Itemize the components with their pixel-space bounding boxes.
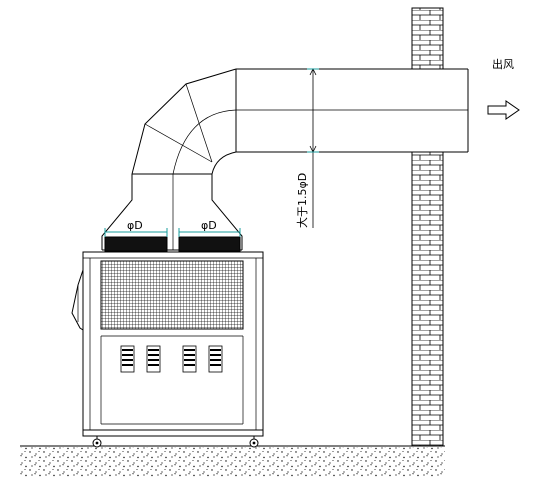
fan-outlets [104, 228, 241, 252]
diameter-label-left: φD [127, 219, 143, 232]
wheel-left [92, 436, 102, 448]
outlet-label: 出风 [492, 57, 514, 71]
ac-unit [71, 251, 264, 448]
duct-height-dimension [307, 68, 319, 228]
vent-louvers [120, 345, 223, 373]
air-duct [101, 68, 469, 251]
ground [20, 445, 445, 477]
diameter-label-right: φD [201, 219, 217, 232]
wheel-right [249, 436, 259, 448]
outlet-arrow-icon [487, 100, 520, 120]
brick-wall [411, 7, 444, 447]
size-rule-label: 大于1.5φD [295, 173, 309, 228]
